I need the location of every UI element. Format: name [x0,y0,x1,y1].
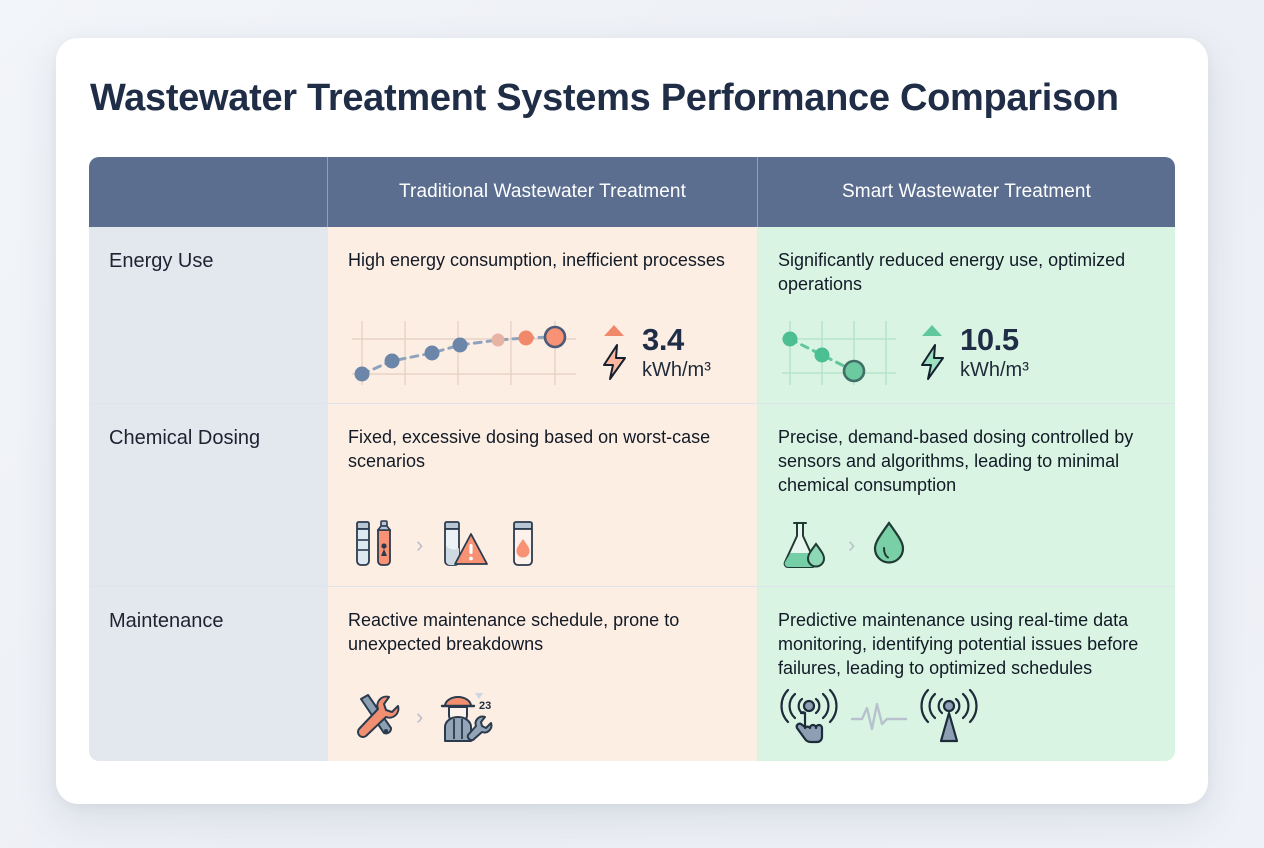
header-cell-feature [89,157,327,227]
wireless-touch-sensor-icon [780,689,838,744]
chevron-right-icon: › [416,532,424,557]
cell-description: Precise, demand-based dosing controlled … [778,427,1134,495]
energy-kpi-traditional: 3.4 kWh/m³ [598,323,711,381]
traditional-cell-maintenance: Reactive maintenance schedule, prone to … [327,586,757,761]
technician-badge-count: 23 [479,700,491,712]
kpi-unit: kWh/m³ [960,359,1029,381]
feature-label: Energy Use [109,250,214,272]
feature-cell-chemical: Chemical Dosing [89,403,327,586]
chevron-right-icon: › [848,532,856,557]
sparkline-chart-traditional [348,315,580,389]
energy-viz-traditional: 3.4 kWh/m³ [348,315,739,389]
feature-cell-maintenance: Maintenance [89,586,327,761]
comparison-table: Traditional Wastewater Treatment Smart W… [89,157,1175,761]
feature-cell-energy: Energy Use [89,227,327,403]
cell-description: High energy consumption, inefficient pro… [348,250,725,270]
signal-tower-icon [920,689,978,743]
chemical-icons-smart: › [778,520,911,570]
table-row: Energy Use High energy consumption, inef… [89,227,1175,403]
technician-worker-icon: 23 [441,693,493,742]
tools-screwdriver-wrench-icon [357,694,400,738]
pulse-waveform-icon [850,702,908,731]
traditional-cell-energy: High energy consumption, inefficient pro… [327,227,757,403]
kpi-value: 10.5 [960,322,1019,357]
header-cell-smart: Smart Wastewater Treatment [757,157,1175,227]
smart-cell-maintenance: Predictive maintenance using real-time d… [757,586,1175,761]
kpi-text: 10.5 kWh/m³ [960,324,1029,380]
table-header-row: Traditional Wastewater Treatment Smart W… [89,157,1175,227]
cell-description: Reactive maintenance schedule, prone to … [348,610,680,654]
table-row: Maintenance Reactive maintenance schedul… [89,586,1175,761]
kpi-text: 3.4 kWh/m³ [642,324,711,380]
table-body: Energy Use High energy consumption, inef… [89,227,1175,761]
cell-description: Fixed, excessive dosing based on worst-c… [348,427,711,471]
warning-bottle-icon [444,521,489,566]
energy-kpi-smart: 10.5 kWh/m³ [916,323,1029,381]
chevron-right-icon: › [416,704,424,729]
page-title: Wastewater Treatment Systems Performance… [90,77,1119,119]
kpi-unit: kWh/m³ [642,359,711,381]
comparison-card: Wastewater Treatment Systems Performance… [56,38,1208,804]
header-label-smart: Smart Wastewater Treatment [842,181,1091,202]
smart-cell-energy: Significantly reduced energy use, optimi… [757,227,1175,403]
cell-description: Significantly reduced energy use, optimi… [778,250,1126,294]
flask-droplet-icon [783,522,826,568]
feature-label: Chemical Dosing [109,427,261,449]
feature-label: Maintenance [109,610,224,632]
kpi-value: 3.4 [642,322,684,357]
chemical-bottles-icon [356,520,391,566]
smart-cell-chemical: Precise, demand-based dosing controlled … [757,403,1175,586]
chemical-icons-traditional: › [348,520,541,570]
water-droplet-icon [874,521,905,564]
traditional-cell-chemical: Fixed, excessive dosing based on worst-c… [327,403,757,586]
lightning-bolt-icon [598,323,632,381]
header-cell-traditional: Traditional Wastewater Treatment [327,157,757,227]
header-label-traditional: Traditional Wastewater Treatment [399,181,686,202]
maintenance-icons-smart [778,689,980,745]
energy-viz-smart: 10.5 kWh/m³ [778,315,1157,389]
maintenance-icons-traditional: › 23 [348,689,495,745]
lightning-bolt-icon [916,323,950,381]
table-row: Chemical Dosing Fixed, excessive dosing … [89,403,1175,586]
cell-description: Predictive maintenance using real-time d… [778,610,1139,678]
sparkline-chart-smart [778,315,898,389]
dosing-vial-icon [513,521,534,566]
